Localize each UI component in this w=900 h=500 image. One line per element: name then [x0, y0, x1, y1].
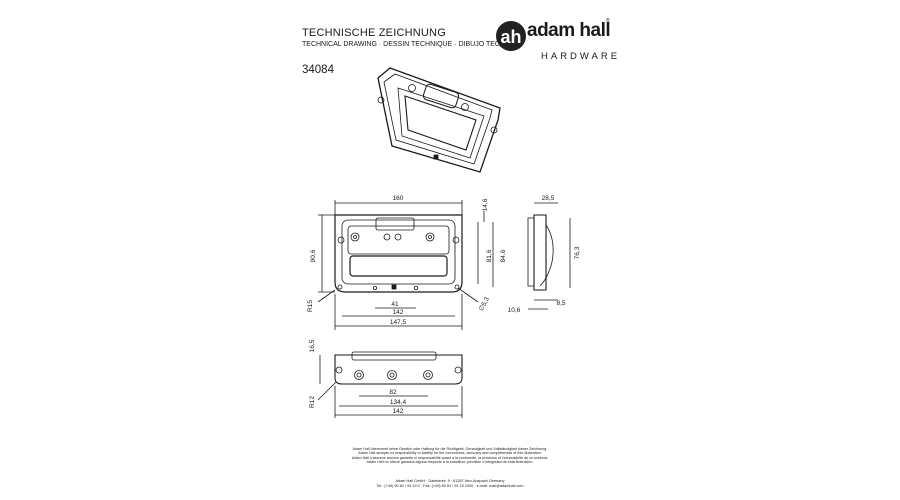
- dim-side-bottom: 10,6: [508, 307, 521, 314]
- dim-width-outer: 147,5: [390, 319, 407, 326]
- dim-hole-diameter: ∅5,3: [478, 296, 491, 313]
- part-number: 34084: [302, 64, 334, 76]
- svg-text:ah: ah: [500, 27, 521, 47]
- dim-top-width: 160: [393, 195, 404, 202]
- disclaimer-line: Adam Hall n'assume aucune garantie ni re…: [351, 455, 549, 460]
- dim-side-offset: 8,5: [556, 300, 565, 307]
- dim-bottom-span-b: 134,4: [390, 399, 407, 406]
- disclaimer-line: Adam Hall accepts no responsibility or l…: [358, 451, 542, 456]
- dim-side-depth: 28,5: [542, 195, 555, 202]
- dim-bottom-span-c: 142: [393, 408, 404, 415]
- footer-contact: Tel.: (+49) 60 81 / 94 19 0 · Fax: (+49)…: [376, 483, 524, 488]
- dim-height-inner-a: 81,6: [486, 249, 493, 262]
- drawing-subtitle: TECHNICAL DRAWING · DESSIN TECHNIQUE · D…: [302, 41, 523, 48]
- dim-radius-corner: R15: [307, 300, 314, 312]
- drawing-sheet: [250, 0, 650, 500]
- footer-address: Adam Hall GmbH · Daimlerstr. 9 · 61267 N…: [395, 479, 505, 483]
- disclaimer-line: Adam Hall no ofrece garantía alguna resp…: [366, 460, 534, 465]
- registered-mark: ®: [606, 18, 610, 24]
- dim-side-height: 76,3: [574, 246, 581, 259]
- side-view: [527, 202, 571, 310]
- front-view: [317, 200, 494, 330]
- brand-name: adam hall: [527, 20, 611, 41]
- drawing-title: TECHNISCHE ZEICHNUNG: [302, 27, 446, 39]
- dim-width-inner: 142: [393, 309, 404, 316]
- bottom-view: [317, 351, 463, 418]
- company-footer: Adam Hall GmbH · Daimlerstr. 9 · 61267 N…: [300, 479, 600, 489]
- dim-top-offset: 14,6: [482, 198, 489, 211]
- dim-height-total: 90,6: [310, 249, 317, 262]
- dim-hole-spacing: 41: [391, 301, 399, 308]
- brand-tagline: HARDWARE: [541, 51, 621, 62]
- dim-height-inner-b: 84,6: [500, 249, 507, 262]
- adam-hall-logo-icon: ah: [496, 21, 526, 51]
- disclaimer-text: Adam Hall übernimmt keine Gewähr oder Ha…: [300, 447, 600, 465]
- disclaimer-line: Adam Hall übernimmt keine Gewähr oder Ha…: [352, 447, 548, 451]
- dim-bottom-height: 16,5: [309, 339, 316, 352]
- dim-bottom-span-a: 82: [389, 389, 397, 396]
- dim-bottom-radius: R12: [309, 396, 316, 408]
- isometric-view: [377, 67, 501, 173]
